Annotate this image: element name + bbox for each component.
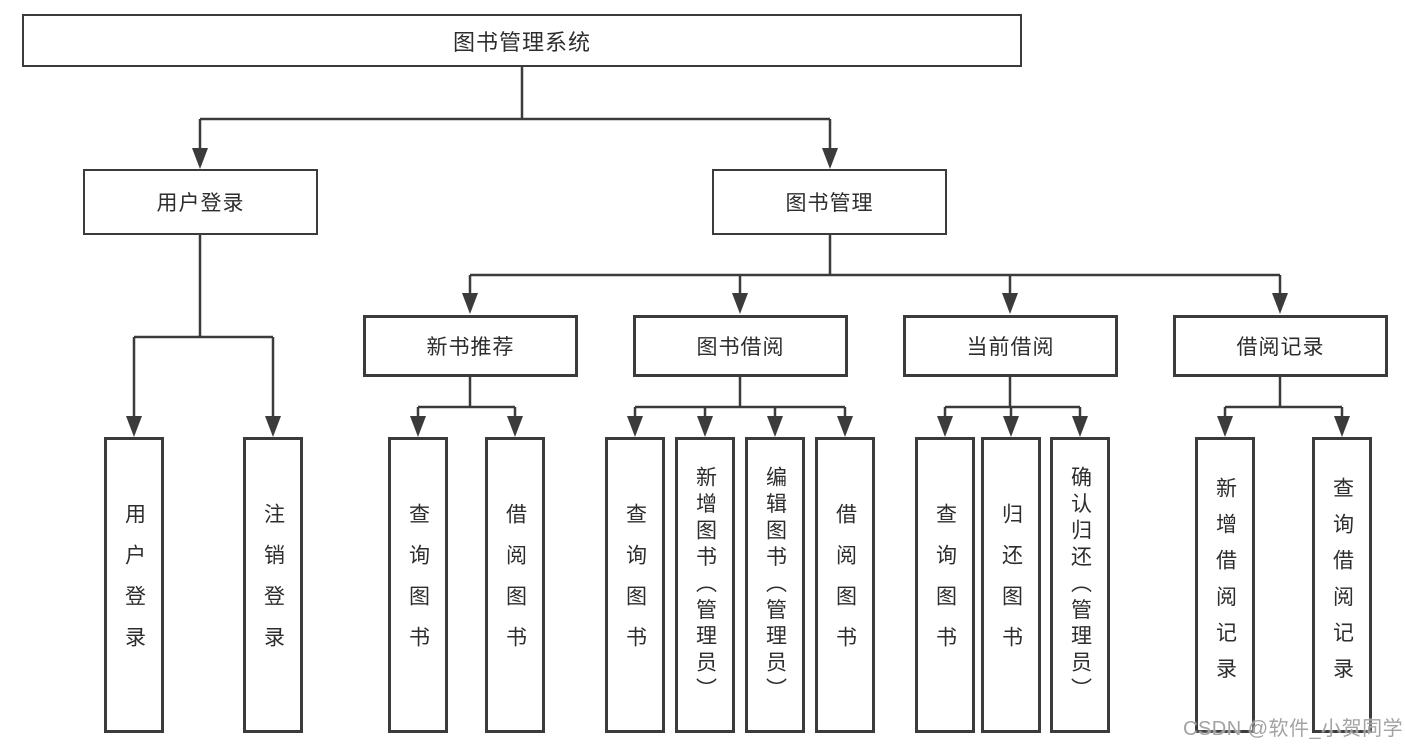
leaf-label: 注销登录: [261, 503, 285, 667]
leaf-label: 借阅图书: [833, 503, 857, 667]
leaf-query-books-recommend: 查询图书: [388, 437, 448, 733]
node-book-borrowing: 图书借阅: [633, 315, 848, 377]
leaf-label: 查询图书: [933, 503, 957, 667]
leaf-query-books-borrowing: 查询图书: [605, 437, 665, 733]
node-book-management: 图书管理: [712, 169, 947, 235]
leaf-label: 查询图书: [406, 503, 430, 667]
leaf-label: 确认归还（管理员）: [1068, 465, 1092, 705]
leaf-add-borrow-record: 新增借阅记录: [1195, 437, 1255, 733]
watermark: CSDN @软件_小贺同学: [1183, 718, 1404, 740]
leaf-edit-book-admin: 编辑图书（管理员）: [745, 437, 805, 733]
leaf-return-book: 归还图书: [981, 437, 1041, 733]
leaf-confirm-return-admin: 确认归还（管理员）: [1050, 437, 1110, 733]
arrowheads: [126, 148, 1350, 437]
node-user-login: 用户登录: [83, 169, 318, 235]
leaf-label: 归还图书: [999, 503, 1023, 667]
leaf-add-book-admin: 新增图书（管理员）: [675, 437, 735, 733]
node-new-book-recommend: 新书推荐: [363, 315, 578, 377]
node-current-borrowing: 当前借阅: [903, 315, 1118, 377]
leaf-query-borrow-record: 查询借阅记录: [1312, 437, 1372, 733]
leaf-label: 查询借阅记录: [1330, 476, 1354, 694]
leaf-user-login: 用户登录: [104, 437, 164, 733]
node-borrowing-records: 借阅记录: [1173, 315, 1388, 377]
leaf-label: 编辑图书（管理员）: [763, 465, 787, 705]
leaf-label: 查询图书: [623, 503, 647, 667]
node-root: 图书管理系统: [22, 14, 1022, 67]
leaf-borrow-books-borrowing: 借阅图书: [815, 437, 875, 733]
leaf-label: 新增图书（管理员）: [693, 465, 717, 705]
leaf-query-books-current: 查询图书: [915, 437, 975, 733]
leaf-logout: 注销登录: [243, 437, 303, 733]
leaf-borrow-books-recommend: 借阅图书: [485, 437, 545, 733]
leaf-label: 借阅图书: [503, 503, 527, 667]
leaf-label: 用户登录: [122, 503, 146, 667]
leaf-label: 新增借阅记录: [1213, 476, 1237, 694]
